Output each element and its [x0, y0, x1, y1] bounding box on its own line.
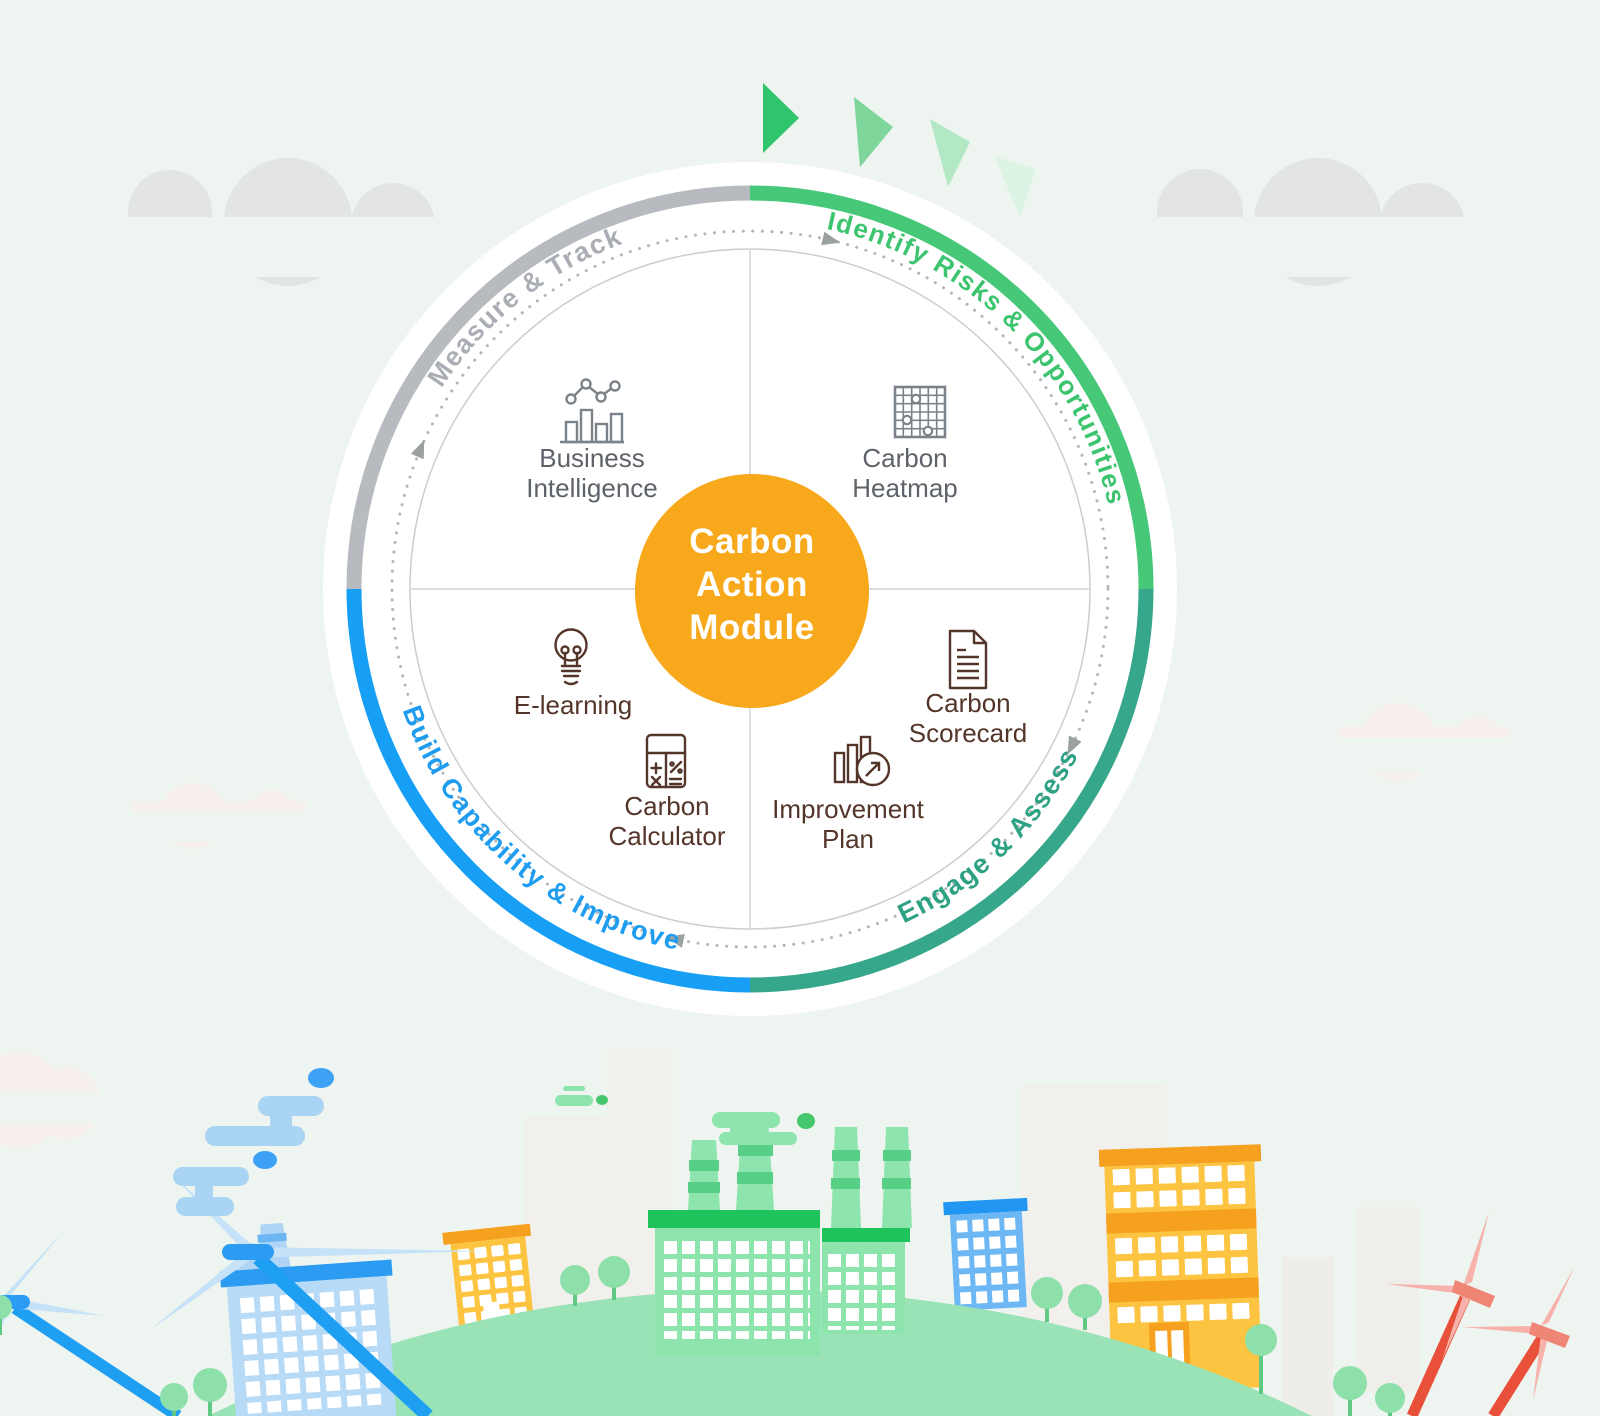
center-title-line3: Module [689, 608, 814, 647]
label-carbon-scorecard-line1: Carbon [925, 688, 1010, 718]
pink-cloud-right [1325, 703, 1520, 781]
label-improvement-plan-line2: Plan [822, 824, 874, 854]
flow-arrow-top [821, 231, 841, 246]
flow-arrow-bottom [665, 934, 685, 948]
label-business-intelligence-line1: Business [539, 443, 645, 473]
gray-cloud-right [1120, 158, 1520, 286]
center-circle [635, 474, 869, 708]
blue-wind-turbine-left [0, 1233, 182, 1416]
improvement-chart-icon [833, 735, 891, 787]
label-carbon-heatmap-line2: Heatmap [852, 473, 958, 503]
label-business-intelligence-line2: Intelligence [526, 473, 658, 503]
flow-arrow-right [1067, 735, 1082, 755]
blue-factory [219, 1223, 397, 1416]
heatmap-grid-icon [893, 385, 947, 439]
ring-arc-measure-track [346, 185, 751, 590]
ring-arc-build-capability [346, 588, 751, 993]
gray-cloud-left [100, 158, 480, 286]
calculator-icon [645, 733, 687, 789]
center-title-line1: Carbon [689, 522, 815, 561]
green-factory [648, 1118, 912, 1356]
bar-line-chart-icon [560, 378, 624, 444]
blue-building-small [943, 1197, 1028, 1311]
red-wind-turbine-right [1462, 1266, 1575, 1416]
label-carbon-calculator-line1: Carbon [624, 791, 709, 821]
yellow-tower [1098, 1144, 1263, 1393]
motion-triangle-1 [763, 83, 799, 153]
label-carbon-calculator-line2: Calculator [608, 821, 725, 851]
trees [0, 1256, 1405, 1416]
green-smoke-puffs [555, 1086, 815, 1145]
motion-triangles [763, 83, 1036, 217]
label-carbon-heatmap-line1: Carbon [862, 443, 947, 473]
label-elearning: E-learning [514, 690, 633, 720]
label-carbon-scorecard-line2: Scorecard [909, 718, 1028, 748]
lightbulb-icon [554, 628, 588, 686]
pink-cloud-left [115, 783, 325, 849]
motion-triangle-4 [994, 156, 1036, 217]
blue-smoke-puffs [173, 1068, 334, 1216]
yellow-building-small [442, 1223, 535, 1336]
ring-arc-engage-assess [749, 588, 1154, 993]
dotted-flow-circle [390, 229, 1110, 949]
red-wind-turbine-left [1387, 1212, 1495, 1416]
center-title-line2: Action [696, 565, 808, 604]
document-scorecard-icon [948, 629, 988, 690]
label-improvement-plan-line1: Improvement [772, 794, 924, 824]
motion-triangle-2 [854, 97, 893, 167]
flow-arrow-left [410, 439, 425, 460]
blue-wind-turbine-main [150, 1176, 485, 1416]
ring-arc-identify-risks [749, 185, 1154, 590]
pink-cloud-corner [0, 1052, 120, 1148]
motion-triangle-3 [930, 119, 970, 187]
